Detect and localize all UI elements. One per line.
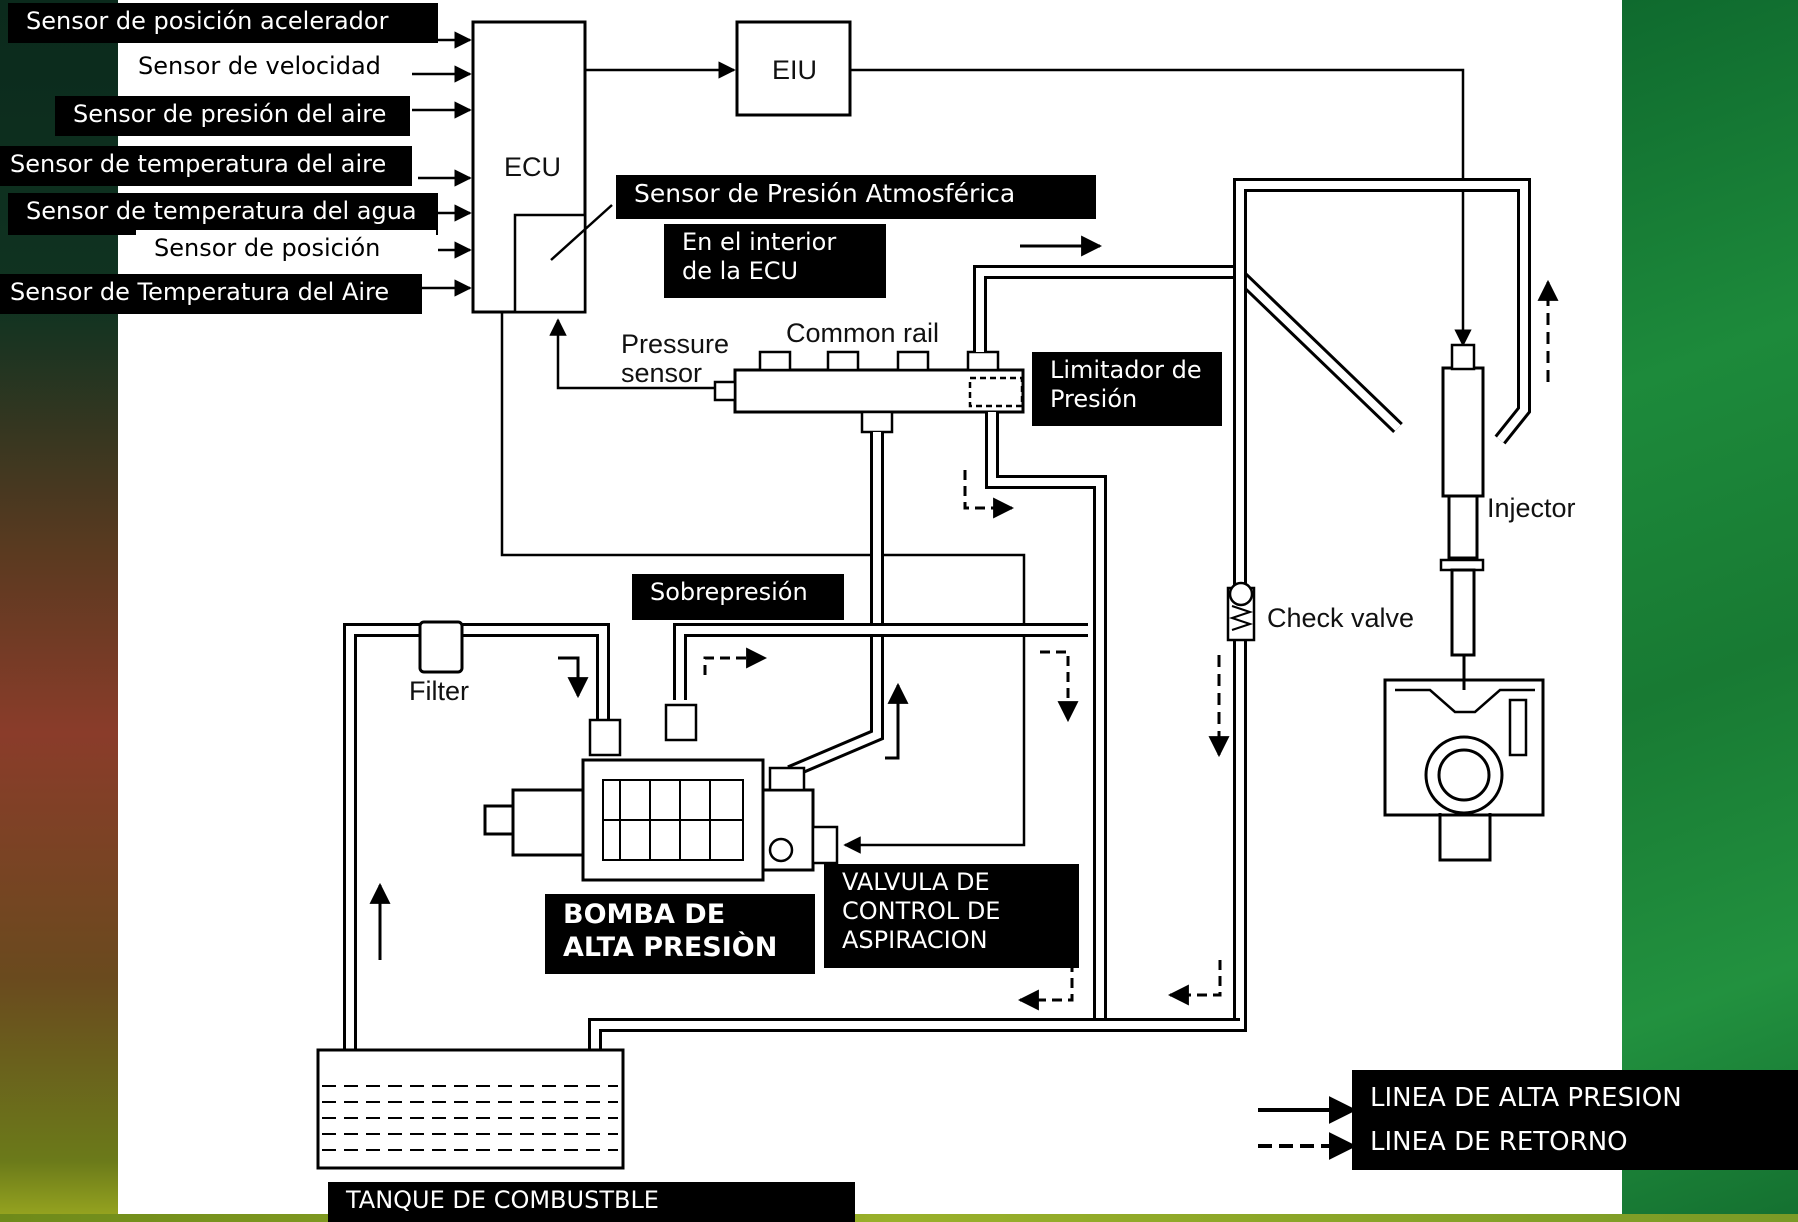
sensor-air-temp-2-label: Sensor de Temperatura del Aire [0,274,422,314]
sensor-speed-label: Sensor de velocidad [120,48,410,90]
fuel-tank [318,1050,623,1168]
atmos-sensor-label: Sensor de Presión Atmosférica [616,175,1096,219]
legend-box: LINEA DE ALTA PRESION LINEA DE RETORNO [1352,1070,1798,1170]
legend-return: LINEA DE RETORNO [1370,1120,1780,1164]
sensor-air-temp-label: Sensor de temperatura del aire [0,146,412,186]
inside-ecu-label: En el interior de la ECU [664,224,886,298]
injector-label: Injector [1487,493,1576,523]
filter-body [420,622,462,672]
tank-return-pipe [595,1025,1240,1060]
pump-label: BOMBA DE ALTA PRESIÒN [545,894,815,974]
fuel-tank-label: TANQUE DE COMBUSTBLE [328,1182,855,1222]
sensor-air-pressure-label: Sensor de presión del aire [55,96,410,136]
atmos-sensor-box [515,215,585,312]
sensor-position-label: Sensor de posición [136,230,436,268]
engine-cylinder [1385,655,1543,860]
injector-body [1441,345,1483,655]
pressure-sensor-label: Pressure sensor [621,330,729,388]
overpressure-label: Sobrepresión [632,574,844,620]
sensor-accelerator-label: Sensor de posición acelerador [8,3,438,43]
eiu-label: EIU [772,55,817,85]
legend-high-pressure: LINEA DE ALTA PRESION [1370,1076,1780,1120]
sensor-water-temp-label: Sensor de temperatura del agua [8,193,438,235]
check-valve-label: Check valve [1267,603,1414,633]
tank-supply-pipe [350,630,603,1095]
pressure-limiter-label: Limitador de Presión [1032,352,1222,426]
suction-valve-label: VALVULA DE CONTROL DE ASPIRACION [824,864,1079,968]
common-rail-label: Common rail [786,318,939,348]
filter-label: Filter [409,676,469,706]
high-pressure-pump [485,705,837,880]
ecu-label: ECU [504,152,561,182]
